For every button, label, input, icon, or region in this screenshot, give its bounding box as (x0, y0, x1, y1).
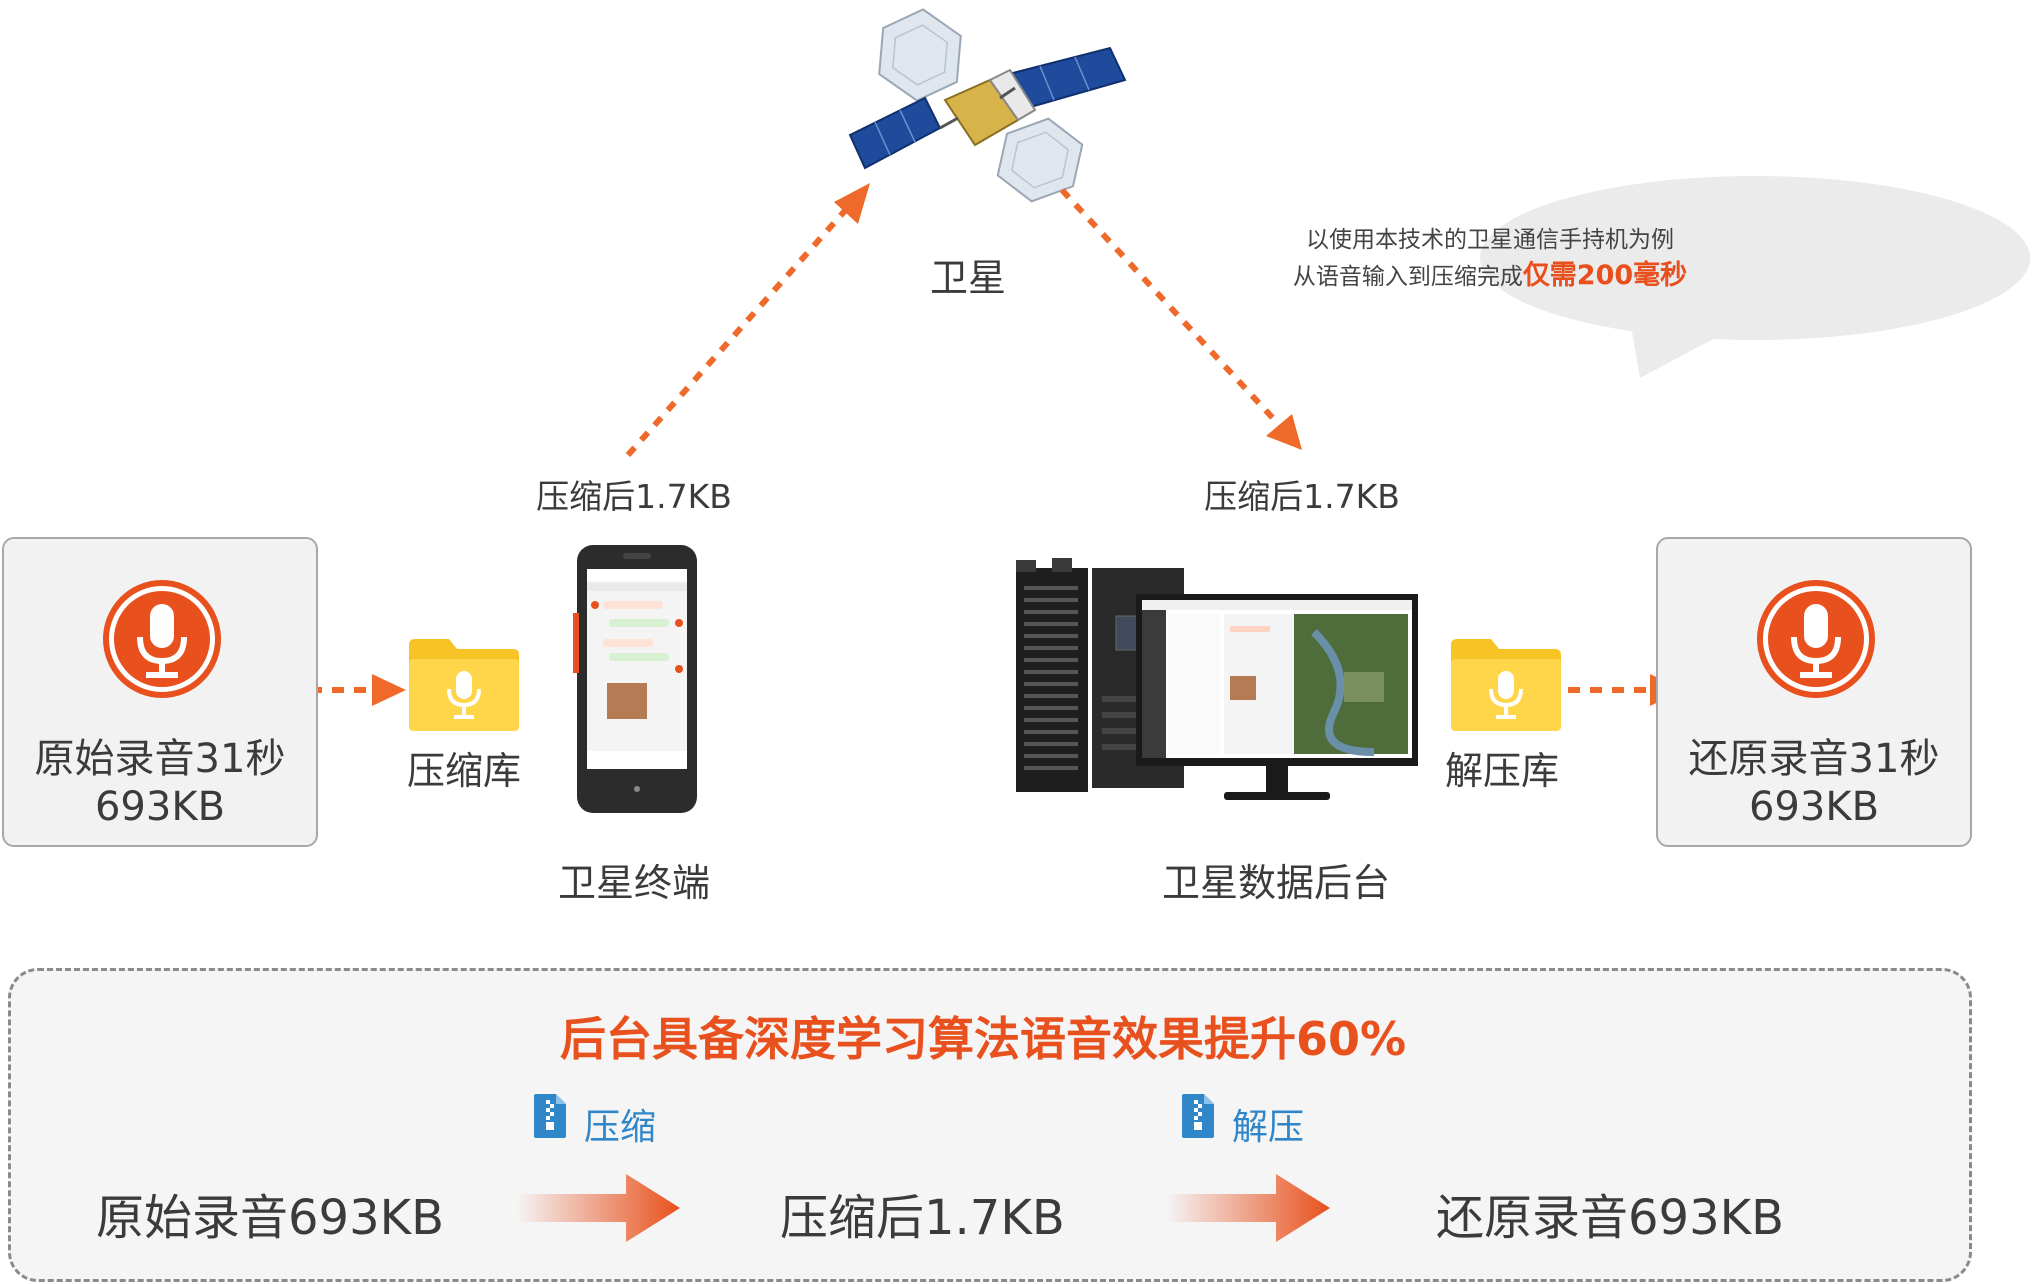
source-audio-caption: 原始录音31秒 693KB (4, 735, 316, 831)
backend-label: 卫星数据后台 (1161, 861, 1391, 905)
source-audio-duration: 原始录音31秒 (34, 736, 286, 782)
flow-compressed: 压缩后1.7KB (780, 1190, 1065, 1246)
compress-step-label: 压缩 (584, 1107, 657, 1148)
restored-audio-card: 还原录音31秒 693KB (1656, 537, 1972, 847)
summary-panel (8, 968, 1972, 1282)
bubble-line2-prefix: 从语音输入到压缩完成 (1292, 264, 1523, 290)
zip-file-icon (534, 1094, 566, 1138)
flow-original: 原始录音693KB (96, 1190, 445, 1246)
arrow-icon (1166, 1174, 1330, 1242)
speech-bubble (1480, 176, 2030, 378)
uplink-label: 压缩后1.7KB (536, 477, 732, 516)
bubble-line1: 以使用本技术的卫星通信手持机为例 (1306, 227, 1674, 253)
bubble-highlight: 仅需200毫秒 (1522, 260, 1688, 291)
terminal-label: 卫星终端 (557, 861, 711, 905)
waveform-icon (1662, 589, 1970, 719)
flow-restored: 还原录音693KB (1436, 1190, 1785, 1246)
waveform-icon (8, 589, 316, 719)
panel-title: 后台具备深度学习算法语音效果提升60% (559, 1012, 1407, 1066)
bubble-line2: 从语音输入到压缩完成仅需200毫秒 (1210, 258, 1770, 295)
bubble-text: 以使用本技术的卫星通信手持机为例 从语音输入到压缩完成仅需200毫秒 (1210, 222, 1770, 295)
satellite-label: 卫星 (929, 256, 1007, 300)
downlink-label: 压缩后1.7KB (1204, 477, 1400, 516)
arrow-icon (516, 1174, 680, 1242)
microphone-icon (103, 580, 221, 698)
decompress-lib-label: 解压库 (1444, 749, 1560, 793)
compress-lib-label: 压缩库 (406, 749, 522, 793)
zip-file-icon (1182, 1094, 1214, 1138)
restored-audio-caption: 还原录音31秒 693KB (1658, 735, 1970, 831)
decompress-step-label: 解压 (1232, 1107, 1305, 1148)
monitor (1136, 594, 1418, 800)
phone-device (573, 545, 697, 813)
restored-audio-size: 693KB (1748, 784, 1880, 830)
microphone-icon (1757, 580, 1875, 698)
restored-audio-duration: 还原录音31秒 (1688, 736, 1940, 782)
satellite-icon (848, 8, 1127, 203)
source-audio-card: 原始录音31秒 693KB (2, 537, 318, 847)
folder-mic-icon (1451, 639, 1561, 731)
folder-mic-icon (409, 639, 519, 731)
source-audio-size: 693KB (94, 784, 226, 830)
